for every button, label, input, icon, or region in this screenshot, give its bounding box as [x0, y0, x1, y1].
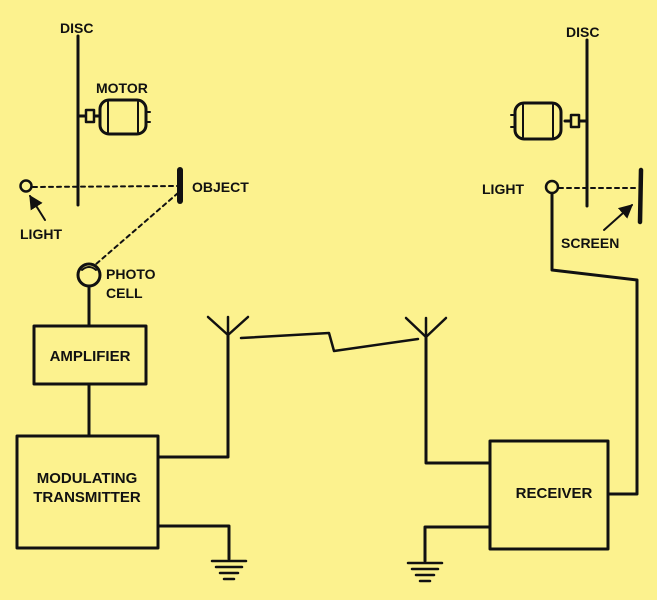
- receiver-antenna-wire: [424, 335, 492, 465]
- modulating-transmitter-box: [15, 434, 160, 550]
- radio-link-zigzag: [239, 331, 420, 353]
- receiver-screen: [637, 167, 644, 225]
- screen-arrow: [603, 204, 634, 231]
- transmitter-light-bulb-icon: [19, 179, 33, 193]
- transmitter-motor-icon: [76, 98, 151, 136]
- transmitter-light-beam: [32, 185, 178, 188]
- object-label: OBJECT: [192, 179, 249, 195]
- transmitter-antenna-wire: [156, 333, 230, 459]
- receiver-ground-wire: [423, 525, 492, 563]
- receiver-label: RECEIVER: [516, 485, 593, 502]
- photo-cell-label-line2: CELL: [106, 285, 143, 301]
- modulating-transmitter-label-line1: MODULATING: [37, 470, 138, 487]
- receiver-light-bulb-icon: [544, 179, 560, 195]
- receiver-disc-label: DISC: [566, 24, 599, 40]
- reflected-light-beam: [94, 192, 179, 266]
- transmitter-ground-icon: [210, 559, 248, 581]
- transmitter-antenna-icon: [206, 315, 250, 337]
- transmitter-light-arrow: [29, 194, 46, 221]
- amplifier-label: AMPLIFIER: [50, 348, 131, 365]
- receiver-ground-icon: [406, 561, 444, 583]
- motor-label: MOTOR: [96, 80, 148, 96]
- receiver-motor-icon: [510, 101, 589, 141]
- receiver-light-label: LIGHT: [482, 181, 524, 197]
- transmitter-ground-wire: [156, 524, 231, 561]
- receiver-antenna-icon: [404, 316, 448, 339]
- transmitter-light-label: LIGHT: [20, 226, 62, 242]
- screen-label: SCREEN: [561, 235, 619, 251]
- photo-cell-label-line1: PHOTO: [106, 266, 156, 282]
- photo-cell-icon: [76, 262, 102, 288]
- transmitter-disc-label: DISC: [60, 20, 93, 36]
- receiver-to-lamp-wire: [550, 192, 639, 496]
- modulating-transmitter-label-line2: TRANSMITTER: [33, 489, 141, 506]
